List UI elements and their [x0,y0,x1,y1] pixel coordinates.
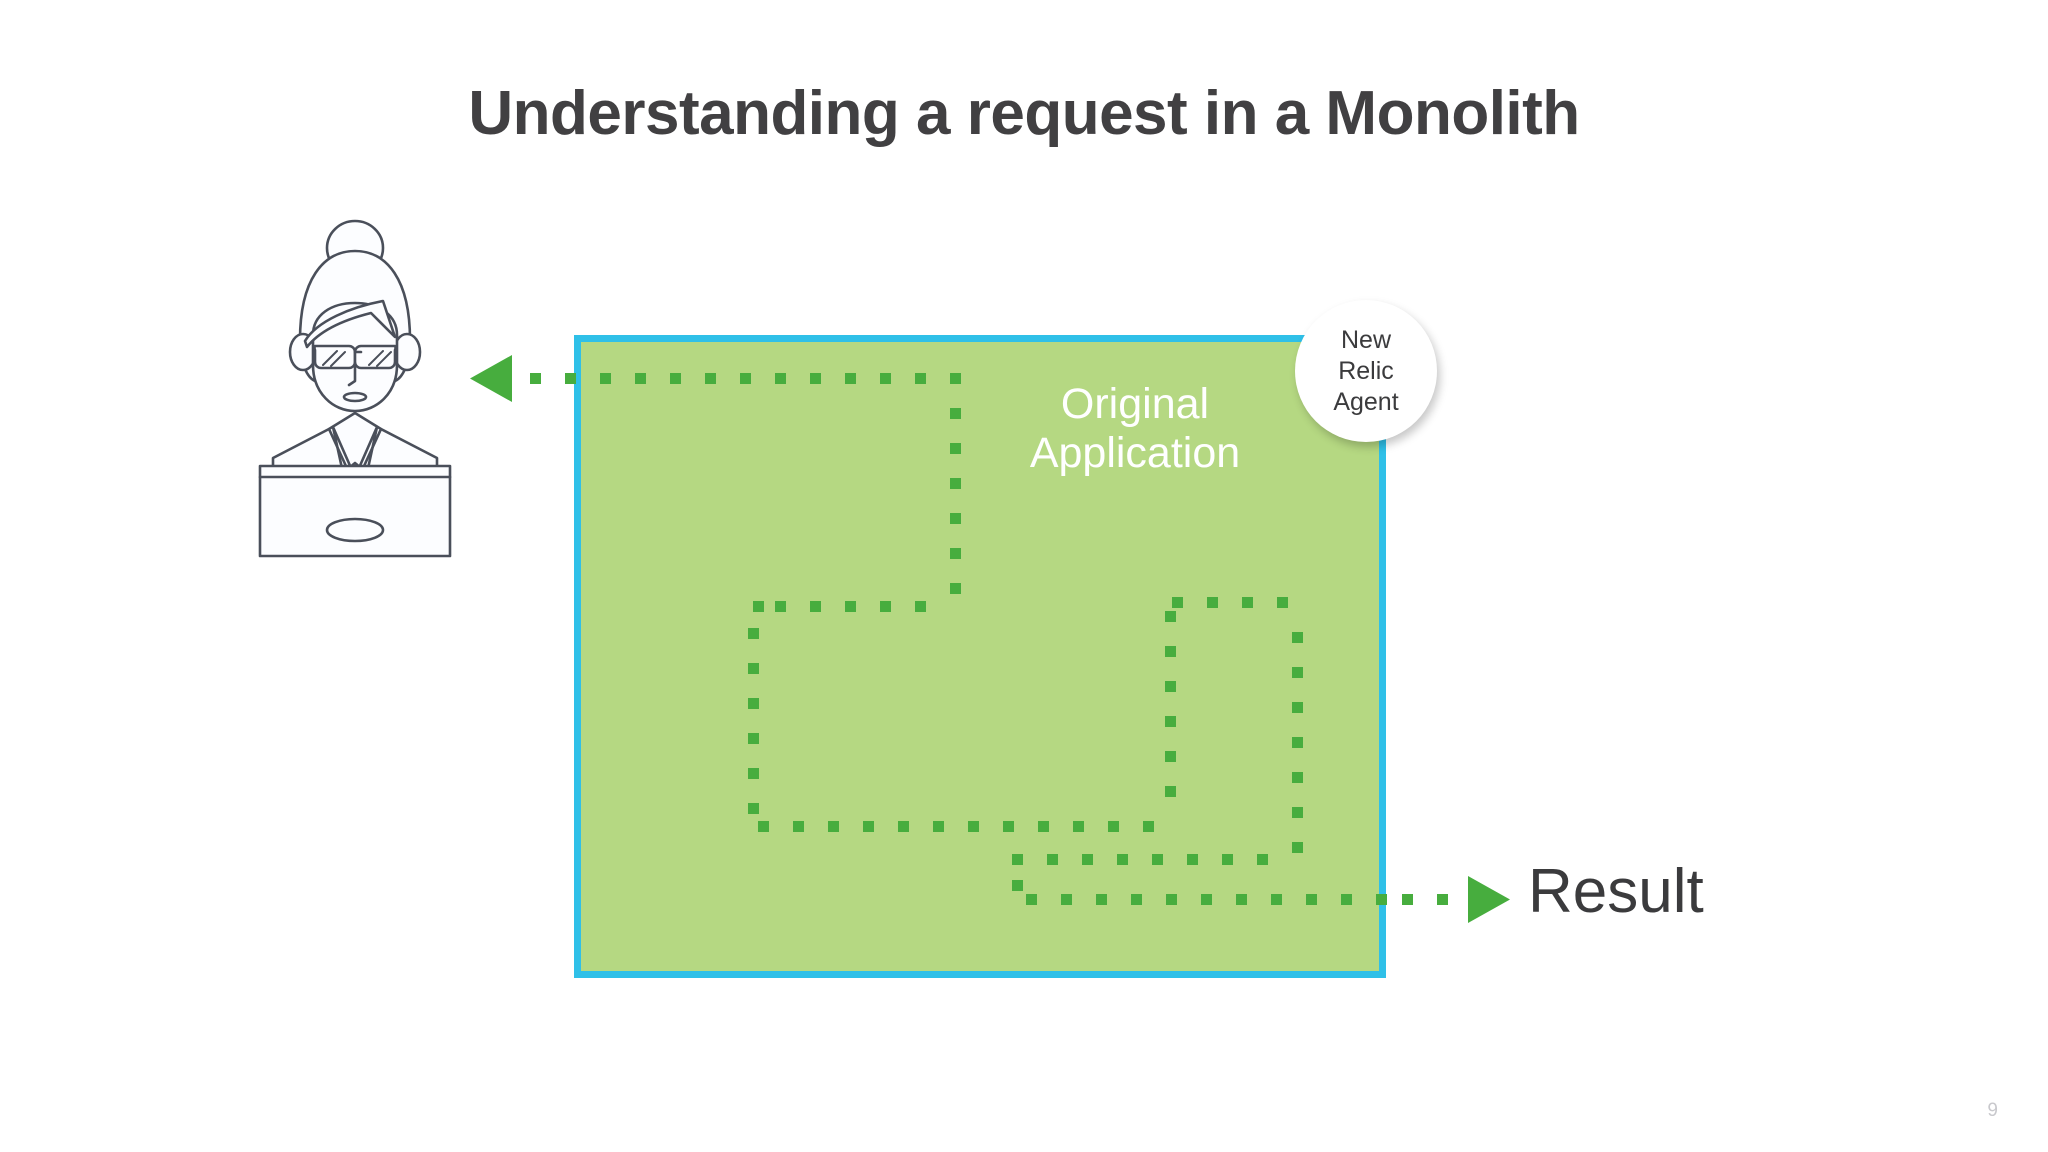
person-with-laptop-icon [258,219,452,558]
original-application-box [574,335,1386,978]
new-relic-agent-bubble: New Relic Agent [1295,300,1437,442]
page-number: 9 [1987,1100,1998,1121]
new-relic-agent-label: New Relic Agent [1333,325,1399,416]
inbound-arrow-head [470,355,512,402]
original-application-label: Original Application [1029,380,1241,477]
outbound-arrow-head [1468,876,1510,923]
page-title: Understanding a request in a Monolith [468,79,1580,148]
user-persona-illustration [255,215,455,560]
result-label: Result [1528,857,1704,926]
